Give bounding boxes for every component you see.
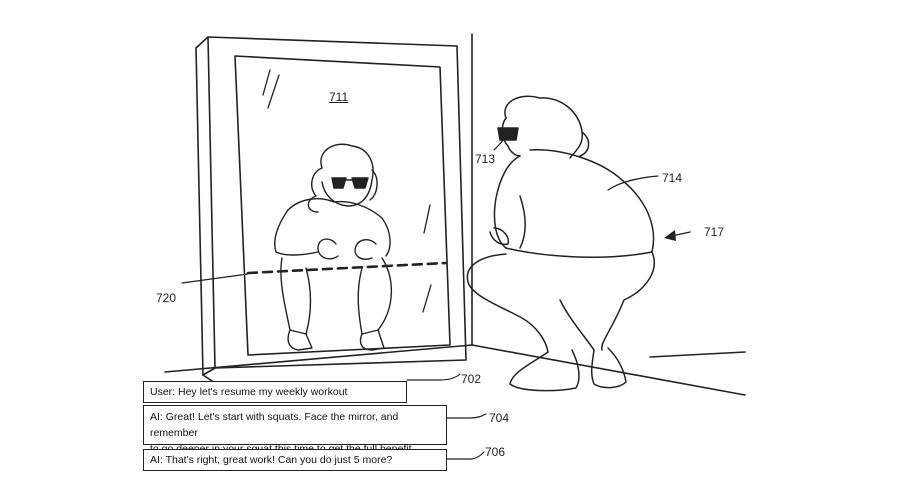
mirror-glare xyxy=(262,69,432,313)
glasses-label: 713 xyxy=(475,152,496,166)
mirror-label: 711 xyxy=(329,90,349,104)
depth-leader xyxy=(181,273,249,284)
msg1-label: 702 xyxy=(461,372,482,386)
depth-line-label: 720 xyxy=(156,291,177,305)
depth-line xyxy=(246,261,448,275)
user-message-box: User: Hey let's resume my weekly workout xyxy=(143,381,407,403)
leader-lines xyxy=(406,133,659,460)
reflection-figure xyxy=(274,143,392,351)
system-arrow xyxy=(664,230,691,241)
ai-message-box-1: AI: Great! Let's start with squats. Face… xyxy=(143,405,447,455)
user-label: 714 xyxy=(662,171,683,185)
room-lines xyxy=(164,33,746,396)
mirror-frame xyxy=(195,36,467,384)
system-label: 717 xyxy=(704,225,725,239)
msg2-label: 704 xyxy=(489,411,510,425)
ai-message-1-line1: AI: Great! Let's start with squats. Face… xyxy=(150,411,399,439)
user-figure xyxy=(466,95,655,392)
ai-message-2-text: AI: That's right, great work! Can you do… xyxy=(150,454,393,466)
ai-message-box-2: AI: That's right, great work! Can you do… xyxy=(143,449,447,471)
user-message-text: User: Hey let's resume my weekly workout xyxy=(150,386,348,398)
msg3-label: 706 xyxy=(485,445,506,459)
